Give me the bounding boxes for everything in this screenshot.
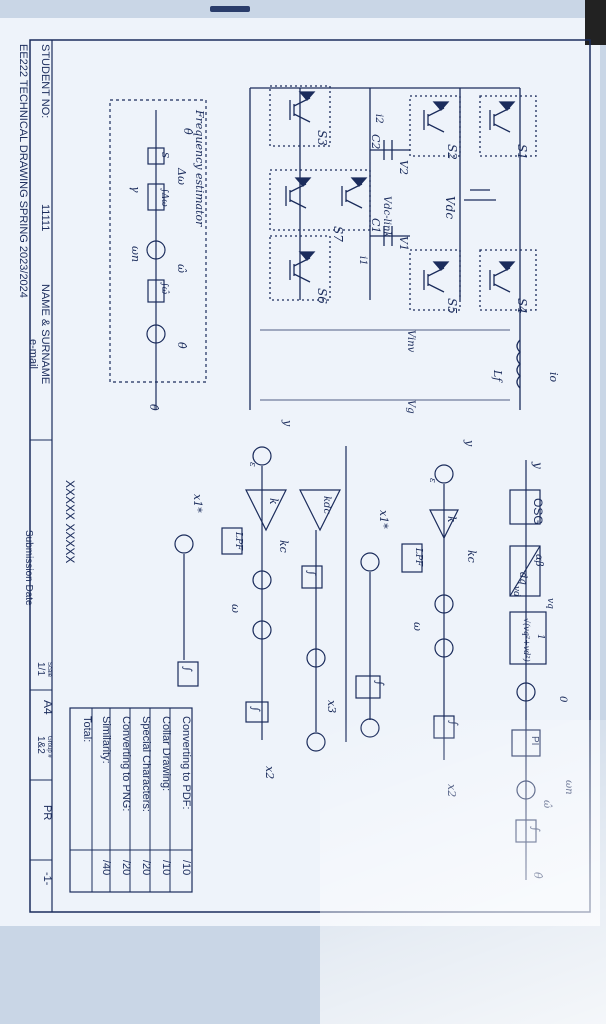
page-number: -1-: [41, 872, 53, 886]
title-block: STUDENT NO: 11111 NAME & SURNAME e-mail …: [17, 40, 77, 912]
light-glare: [320, 720, 606, 1024]
grade-row-max: /10: [180, 860, 192, 875]
igbt-switches: [285, 91, 516, 293]
inverter-circuit: [249, 85, 537, 410]
switch-label: S6: [315, 288, 329, 304]
omega-hat: ω̂: [175, 264, 188, 273]
sogi-lower-integrator-b: ∫: [181, 666, 194, 672]
sogi-lower-omega: ω: [229, 604, 242, 613]
switch-label: S3: [315, 130, 329, 146]
vdc-label: Vdc: [443, 196, 457, 219]
grade-total-label: Total:: [81, 716, 93, 742]
delta-omega: Δω: [175, 167, 188, 185]
sheet-mark: [210, 6, 250, 12]
switch-label: S7: [331, 226, 345, 242]
student-no-label: STUDENT NO:: [39, 44, 51, 118]
io-label: io: [547, 372, 560, 383]
sogi-lower-input: y: [281, 419, 294, 427]
sogi-lower-kdc: kdc: [321, 496, 332, 514]
email-label: e-mail: [27, 339, 39, 369]
group-value: 1&2: [35, 736, 46, 754]
vdclink-label: Vdc-link: [381, 196, 392, 238]
vinv-label: Vinv: [405, 330, 416, 353]
sogi-lower-error: ε: [247, 462, 257, 467]
c1-label: C1: [369, 218, 382, 233]
grade-row-label: Converting to PNG:: [120, 716, 132, 811]
v2-label: V2: [397, 160, 410, 175]
alpha-beta: αβ: [533, 554, 544, 567]
lf-label: Lf: [491, 369, 504, 383]
grade-row-max: /20: [140, 860, 152, 875]
sogi-lower-lpf: LPF: [233, 531, 243, 551]
vg-label: Vg: [405, 400, 416, 414]
sogi-upper-lpf: LPF: [413, 547, 423, 567]
sogi-upper-k: k: [445, 516, 458, 523]
vq: vq: [545, 598, 555, 609]
vd: vd: [511, 586, 521, 597]
c2-label: C2: [369, 134, 382, 149]
binder-clip: [585, 0, 606, 45]
i1-label: i1: [357, 256, 368, 266]
name-value: XXXXX XXXXX: [63, 480, 77, 563]
grade-row-label: Converting to PDF:: [180, 716, 192, 810]
dq: dq: [517, 572, 528, 585]
pll-input: y: [531, 461, 545, 469]
theta-hat-fb: θ̂: [175, 342, 188, 349]
sogi-lower-k: k: [267, 498, 280, 505]
integral-delta: ∫Δω: [159, 188, 169, 207]
frequency-estimator: [109, 99, 207, 410]
grade-row-label: Special Characters:: [140, 716, 152, 812]
sogi-upper-x1star: x1*: [377, 510, 390, 529]
switch-label: S5: [445, 298, 459, 314]
sogi-upper-kc: kc: [465, 550, 478, 563]
name-label: NAME & SURNAME: [39, 284, 51, 384]
grade-row-label: Collar Drawing:: [160, 716, 172, 791]
course-title: EE222 TECHNICAL DRAWING SPRING 2023/2024: [17, 44, 29, 298]
theta-hat-out: θ̂: [147, 404, 160, 411]
sogi-upper-input: y: [463, 439, 476, 447]
theta-hat-in: θ̂: [181, 128, 194, 135]
grade-row-max: /10: [160, 860, 172, 875]
drawing-frame: [29, 39, 591, 913]
grade-row-max: /40: [100, 860, 112, 875]
submission-label: Submission Date: [23, 530, 34, 606]
scale-label: Scale: [46, 662, 52, 678]
integral-omega: ∫ω̂: [159, 282, 170, 295]
sogi-block-upper: [355, 464, 459, 760]
s-block: S: [159, 152, 169, 158]
paper-size: A4: [41, 700, 55, 715]
drawing-code: PR: [41, 805, 53, 820]
gamma: γ: [129, 186, 142, 193]
sogi-upper-omega: ω: [411, 622, 424, 631]
switch-label: S2: [445, 144, 459, 160]
sogi-lower-x2: x2: [263, 766, 276, 779]
switch-label: S4: [515, 298, 529, 314]
scale-value: 1/1: [35, 662, 46, 676]
sogi-lower-x1star: x1*: [191, 494, 204, 513]
estimator-title: Frequency estimator: [193, 109, 206, 227]
switch-label: S1: [515, 144, 529, 160]
sogi-lower-kc: kc: [277, 540, 290, 553]
sogi-lower-integrator-a: ∫: [305, 570, 318, 576]
osg-block: OSG: [531, 498, 545, 525]
grade-row-label: Similarity:: [100, 716, 112, 764]
grade-row-max: /20: [120, 860, 132, 875]
sogi-upper-integrator-b: ∫: [373, 680, 386, 686]
norm-denominator: √(vq²+vd²): [522, 618, 531, 662]
student-no-value: 11111: [39, 204, 51, 231]
sogi-lower-integrator-c: ∫: [249, 706, 262, 712]
v1-label: V1: [397, 236, 410, 251]
group-label: Group #: [46, 736, 52, 758]
pll-zero-ref: 0: [557, 696, 568, 703]
i2-label: i2: [373, 114, 384, 124]
sogi-lower-x3: x3: [325, 700, 338, 713]
grading-table: Converting to PDF: /10 Collar Drawing: /…: [69, 707, 193, 893]
sogi-upper-error: ε: [427, 478, 437, 483]
omega-n: ωn: [129, 246, 142, 262]
norm-numerator: 1: [535, 634, 545, 640]
sogi-block-lower: [174, 446, 347, 752]
